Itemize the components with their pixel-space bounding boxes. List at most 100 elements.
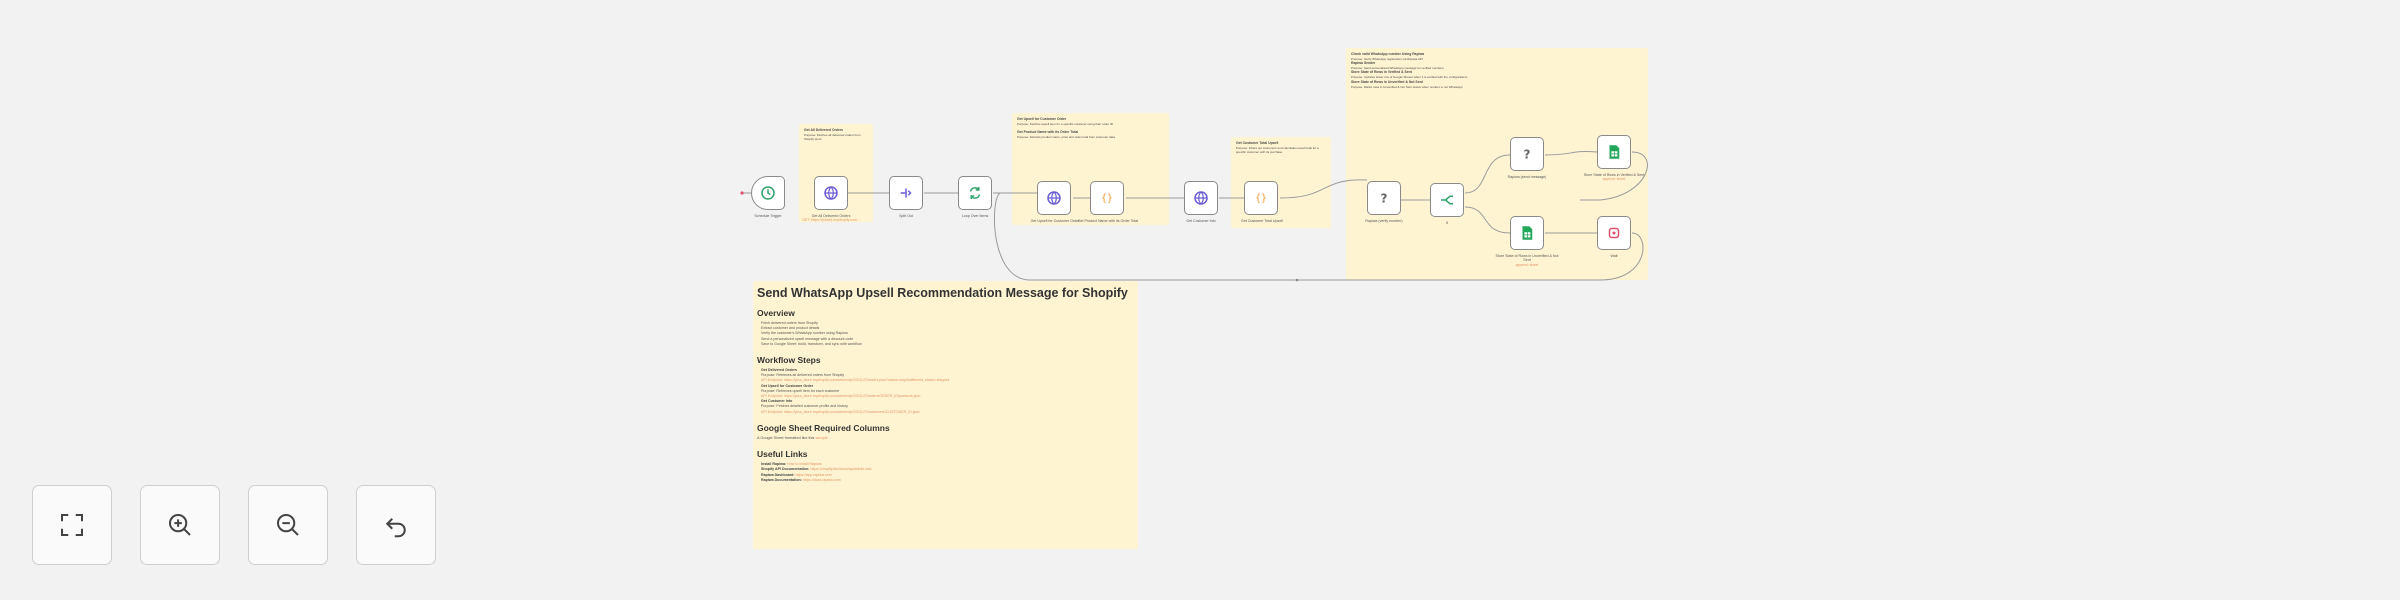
overview-item: Fetch delivered orders from Shopify [761,321,818,325]
sticky-note-title: Get All Delivered Orders [804,128,844,132]
globe-icon [1194,191,1208,205]
svg-text:{}: {} [1101,193,1113,204]
node-get-upsell[interactable] [1037,181,1071,215]
step-endpoint: API Endpoint: https://your_store.myshopi… [761,378,950,383]
node-split-out[interactable] [889,176,923,210]
node-label: If [1446,221,1448,225]
sticky-note-title: Get Customer Total Upsell [1236,141,1279,145]
steps-heading: Workflow Steps [757,355,821,366]
node-customer-total[interactable]: {} [1244,181,1278,215]
sticky-note-text: Purpose: Extracts product name, price an… [1017,135,1115,140]
fit-view-icon [61,514,83,536]
useful-link: Rapiwa Documentation: https://docs.rapiw… [757,478,1134,483]
code-icon: {} [1255,193,1267,204]
node-label: Get Customer Total Upsell [1241,219,1283,223]
sticky-note-text: Purpose: Fetches upsell item for a speci… [1017,122,1113,126]
sheet-icon [1522,226,1533,240]
globe-icon [824,186,838,200]
links-heading: Useful Links [757,449,808,460]
node-label: Get Upsell for Customer Order [1030,219,1080,223]
node-loop-items[interactable] [958,176,992,210]
zoom-in-button[interactable] [140,485,220,565]
node-label: Store State of Rows in Unverified & Not … [1492,254,1562,267]
step-title: Get Customer Info [761,399,793,404]
sticky-note-title: Get Upsell for Customer Order [1017,117,1067,121]
link-label: Install Rapiwa: [761,462,787,467]
svg-text:?: ? [1381,192,1388,206]
link-url[interactable]: https://shopify.dev/docs/api/admin-rest [810,467,872,472]
loop-icon [969,187,981,199]
sticky-note-title: Check valid WhatsApp number Using Rapiwa [1351,52,1425,56]
svg-text:{}: {} [1255,193,1267,204]
midpoint-dot [1295,278,1299,282]
node-schedule-trigger[interactable] [751,176,785,210]
sticky-note-text: Purpose: Fetches all delivered orders fr… [804,133,861,142]
node-label: Wait [1610,254,1618,258]
sheet-sample-link[interactable]: sample [815,435,828,440]
link-label: Shopify API Documentation: [761,467,810,472]
step-title: Get Delivered Orders [761,368,797,373]
sticky-note-text: Purpose: Filters out customers and calcu… [1236,146,1319,155]
node-sublabel: append: sheet [1515,262,1539,267]
step-name: Get Upsell for Customer Order [757,384,1134,389]
zoom-out-icon [277,514,299,536]
svg-text:?: ? [1524,148,1531,162]
clock-icon [761,186,775,200]
sticky-note-subtitle: Get Product Name with its Order Total [1017,130,1079,135]
node-label: Get Product Name with its Order Total [1077,219,1139,223]
code-icon: {} [1101,193,1113,204]
documentation-title: Send WhatsApp Upsell Recommendation Mess… [757,286,1128,300]
sheet-icon [1609,145,1620,159]
link-url[interactable]: How to install Rapiwa [787,462,822,467]
link-url[interactable]: https://docs.rapiwa.com [802,477,841,482]
step-endpoint: API Endpoint: https://your_store.myshopi… [761,409,920,414]
node-rapiwa-verify[interactable]: ? [1367,181,1401,215]
connection-line [1544,151,1598,156]
node-if[interactable] [1430,183,1464,217]
zoom-out-button[interactable] [248,485,328,565]
node-label-text: Store State of Rows in Verified & Sent [1583,173,1645,177]
connection-line [1279,179,1368,199]
sheet-description: A Google Sheet formatted like this [757,435,815,440]
overview-item: Extract customer and product details [761,326,820,331]
node-sheet-verified[interactable] [1597,135,1631,169]
node-sheet-unverified[interactable] [1510,216,1544,250]
globe-icon [1047,191,1061,205]
node-label: Get Customer Info [1186,219,1216,223]
node-label-text: Store State of Rows in Unverified & Not … [1495,254,1559,263]
sticky-note-text: Purpose: Marks rows in Unverified & Not … [1351,84,1463,89]
node-get-orders[interactable] [814,176,848,210]
step-item: Purpose: Retrieves all delivered orders … [761,373,845,378]
undo-button[interactable] [356,485,436,565]
node-wait[interactable] [1597,216,1631,250]
loop-back-line [993,192,1644,281]
connection-line [1464,206,1511,234]
node-customer-info[interactable] [1184,181,1218,215]
sticky-note-text: Purpose: Send personalized WhatsApp mess… [1351,66,1444,71]
link-url[interactable]: https://app.rapiwa.com [795,472,832,477]
sticky-note-subtitle: Store State of Rows in Verified & Sent [1351,70,1412,75]
useful-link: Shopify API Documentation: https://shopi… [757,467,1134,472]
connection-line [1580,151,1648,201]
node-label: Rapiwa (verify number) [1365,219,1403,223]
useful-link: Rapiwa Dashboard: https://app.rapiwa.com [757,473,1134,478]
fit-view-button[interactable] [32,485,112,565]
node-sublabel: GET: https://{store}.myshopify.com... [802,218,860,223]
link-label: Rapiwa Documentation: [761,477,802,482]
link-label: Rapiwa Dashboard: [761,472,795,477]
question-icon: ? [1524,148,1531,162]
wait-icon [1608,227,1620,239]
node-rapiwa-send[interactable]: ? [1510,137,1544,171]
overview-item: Verify the customer's WhatsApp number us… [761,331,848,336]
sticky-note-subtitle: Rapiwa Sender [1351,61,1376,66]
sheet-heading: Google Sheet Required Columns [757,422,890,433]
node-label-text: Get All Delivered Orders [811,214,851,218]
step-name: Get Delivered Orders [757,368,1134,373]
sticky-note-documentation[interactable]: Send WhatsApp Upsell Recommendation Mess… [753,281,1138,549]
start-dot [740,191,744,195]
node-label: Split Out [899,214,913,218]
node-product-name[interactable]: {} [1090,181,1124,215]
